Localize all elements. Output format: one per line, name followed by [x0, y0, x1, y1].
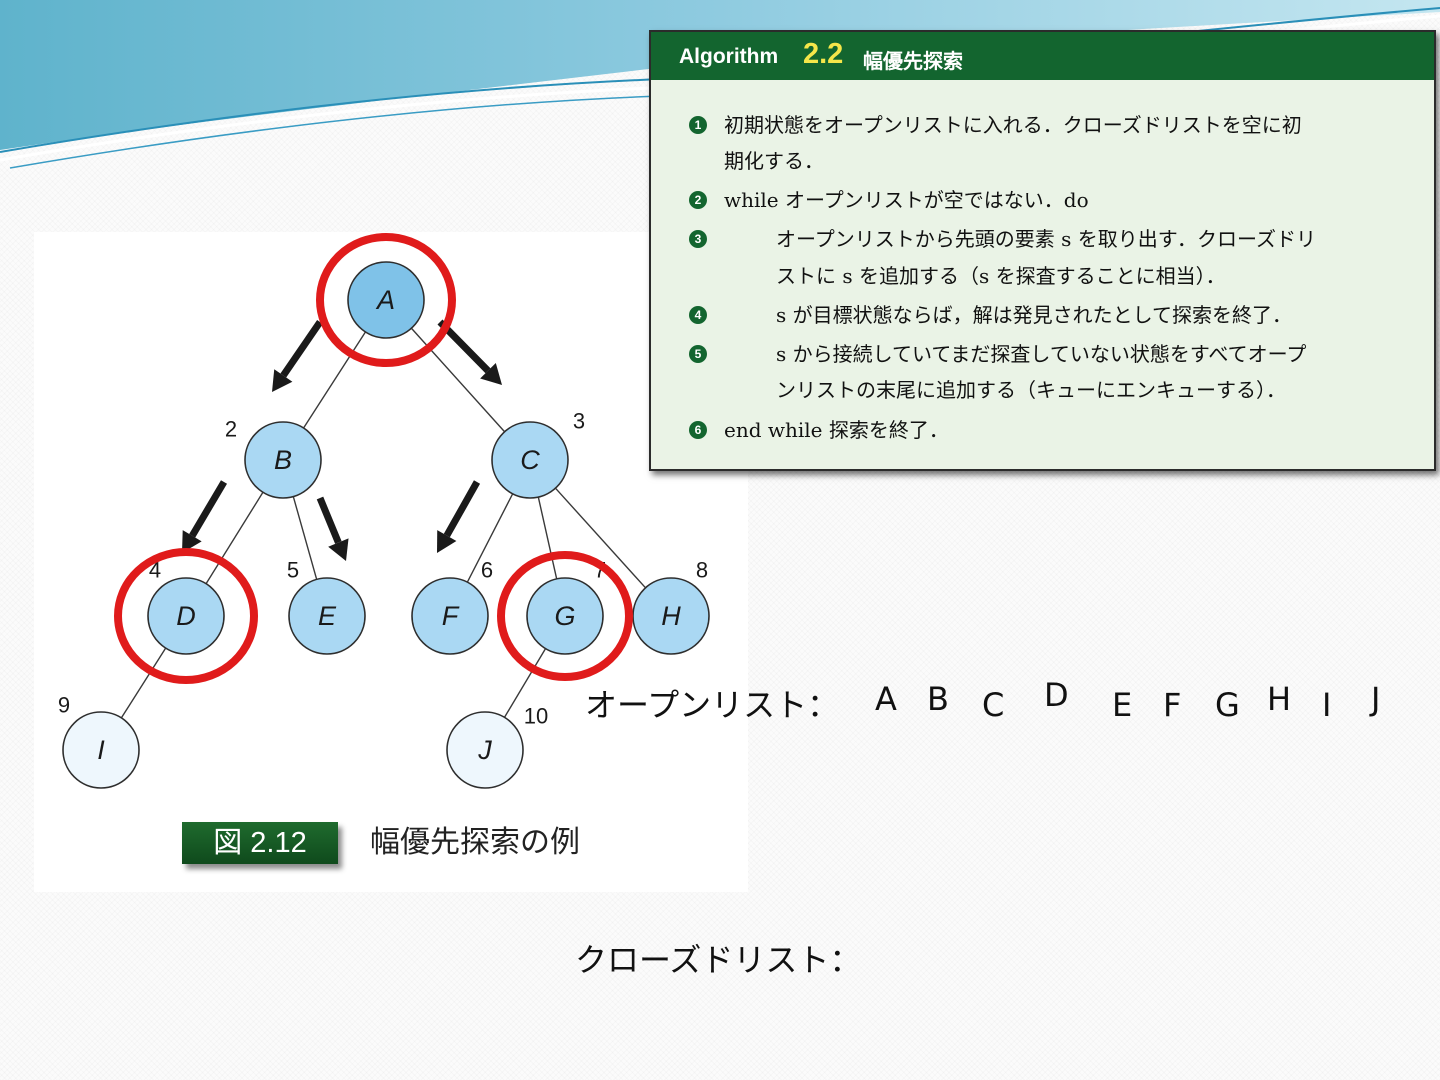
tree-edge-D-I	[121, 648, 165, 718]
figure-number-badge: 図 2.12	[182, 822, 338, 864]
node-label-d: D	[176, 601, 196, 631]
algorithm-header-number: 2.2	[803, 38, 843, 71]
visit-order-e: 5	[287, 558, 299, 583]
tree-node-a: A	[348, 262, 424, 338]
open-list-item: A	[875, 680, 897, 718]
algorithm-header: Algorithm 2.2 幅優先探索	[651, 32, 1434, 80]
algorithm-box: Algorithm 2.2 幅優先探索 1 初期状態をオープンリストに入れる．ク…	[649, 30, 1436, 471]
node-label-f: F	[442, 601, 460, 631]
tree-node-e: E	[289, 578, 365, 654]
visit-order-i: 9	[58, 693, 70, 718]
node-label-g: G	[554, 601, 575, 631]
algorithm-line-3: while オープンリストが空ではない．do	[724, 185, 1089, 215]
tree-node-b: B	[245, 422, 321, 498]
open-list: オープンリスト： A B C D E F G H I J	[585, 672, 1420, 722]
visit-order-h: 8	[696, 558, 708, 583]
node-label-e: E	[318, 601, 337, 631]
open-list-item: J	[1371, 680, 1380, 718]
step-6-marker: 6	[689, 421, 707, 439]
algorithm-line-6: s が目標状態ならば，解は発見されたとして探索を終了．	[776, 300, 1292, 330]
tree-node-h: H	[633, 578, 709, 654]
step-2-marker: 2	[689, 191, 707, 209]
visit-order-c: 3	[573, 409, 585, 434]
traversal-arrow	[320, 498, 349, 561]
node-label-j: J	[477, 735, 492, 765]
tree-node-f: F	[412, 578, 488, 654]
open-list-item: F	[1163, 686, 1181, 724]
step-5-marker: 5	[689, 345, 707, 363]
open-list-item: B	[927, 680, 949, 718]
figure-caption-title: 幅優先探索の例	[370, 822, 580, 864]
open-list-item: H	[1267, 680, 1291, 718]
visit-order-f: 6	[481, 558, 493, 583]
open-list-item: C	[982, 686, 1004, 724]
traversal-arrow	[272, 322, 320, 392]
tree-node-d: D	[148, 578, 224, 654]
step-3-marker: 3	[689, 230, 707, 248]
open-list-item: E	[1112, 686, 1132, 724]
tree-node-c: C	[492, 422, 568, 498]
traversal-arrow	[437, 482, 477, 553]
closed-list-label: クローズドリスト：	[575, 935, 861, 981]
algorithm-line-9: end while 探索を終了．	[724, 415, 949, 445]
tree-node-g: G	[527, 578, 603, 654]
algorithm-line-7: s から接続していてまだ探査していない状態をすべてオープ	[776, 339, 1306, 369]
tree-node-j: J	[447, 712, 523, 788]
tree-edge-C-G	[538, 497, 556, 579]
algorithm-header-title: 幅優先探索	[863, 45, 963, 74]
algorithm-line-1: 初期状態をオープンリストに入れる．クローズドリストを空に初	[724, 110, 1302, 140]
step-1-marker: 1	[689, 116, 707, 134]
traversal-arrow	[182, 482, 224, 553]
figure-number-text: 図 2.12	[182, 822, 338, 864]
node-label-a: A	[375, 285, 395, 315]
open-list-item: G	[1215, 686, 1240, 724]
traversal-arrow	[440, 322, 502, 385]
algorithm-line-4: オープンリストから先頭の要素 s を取り出す．クローズドリ	[776, 224, 1316, 254]
visit-order-b: 2	[225, 417, 237, 442]
node-label-c: C	[520, 445, 540, 475]
algorithm-header-prefix: Algorithm	[679, 45, 778, 69]
open-list-label: オープンリスト：	[585, 680, 839, 726]
tree-node-i: I	[63, 712, 139, 788]
algorithm-line-5: ストに s を追加する（s を探査することに相当）．	[776, 261, 1226, 291]
tree-edge-A-B	[304, 332, 366, 428]
open-list-item: D	[1044, 676, 1069, 714]
visit-order-j: 10	[524, 704, 548, 729]
node-label-h: H	[661, 601, 681, 631]
node-label-b: B	[274, 445, 292, 475]
node-label-i: I	[97, 735, 105, 765]
algorithm-line-8: ンリストの末尾に追加する（キューにエンキューする）．	[776, 375, 1286, 405]
algorithm-line-2: 期化する．	[724, 146, 824, 176]
step-4-marker: 4	[689, 306, 707, 324]
open-list-item: I	[1322, 686, 1331, 724]
